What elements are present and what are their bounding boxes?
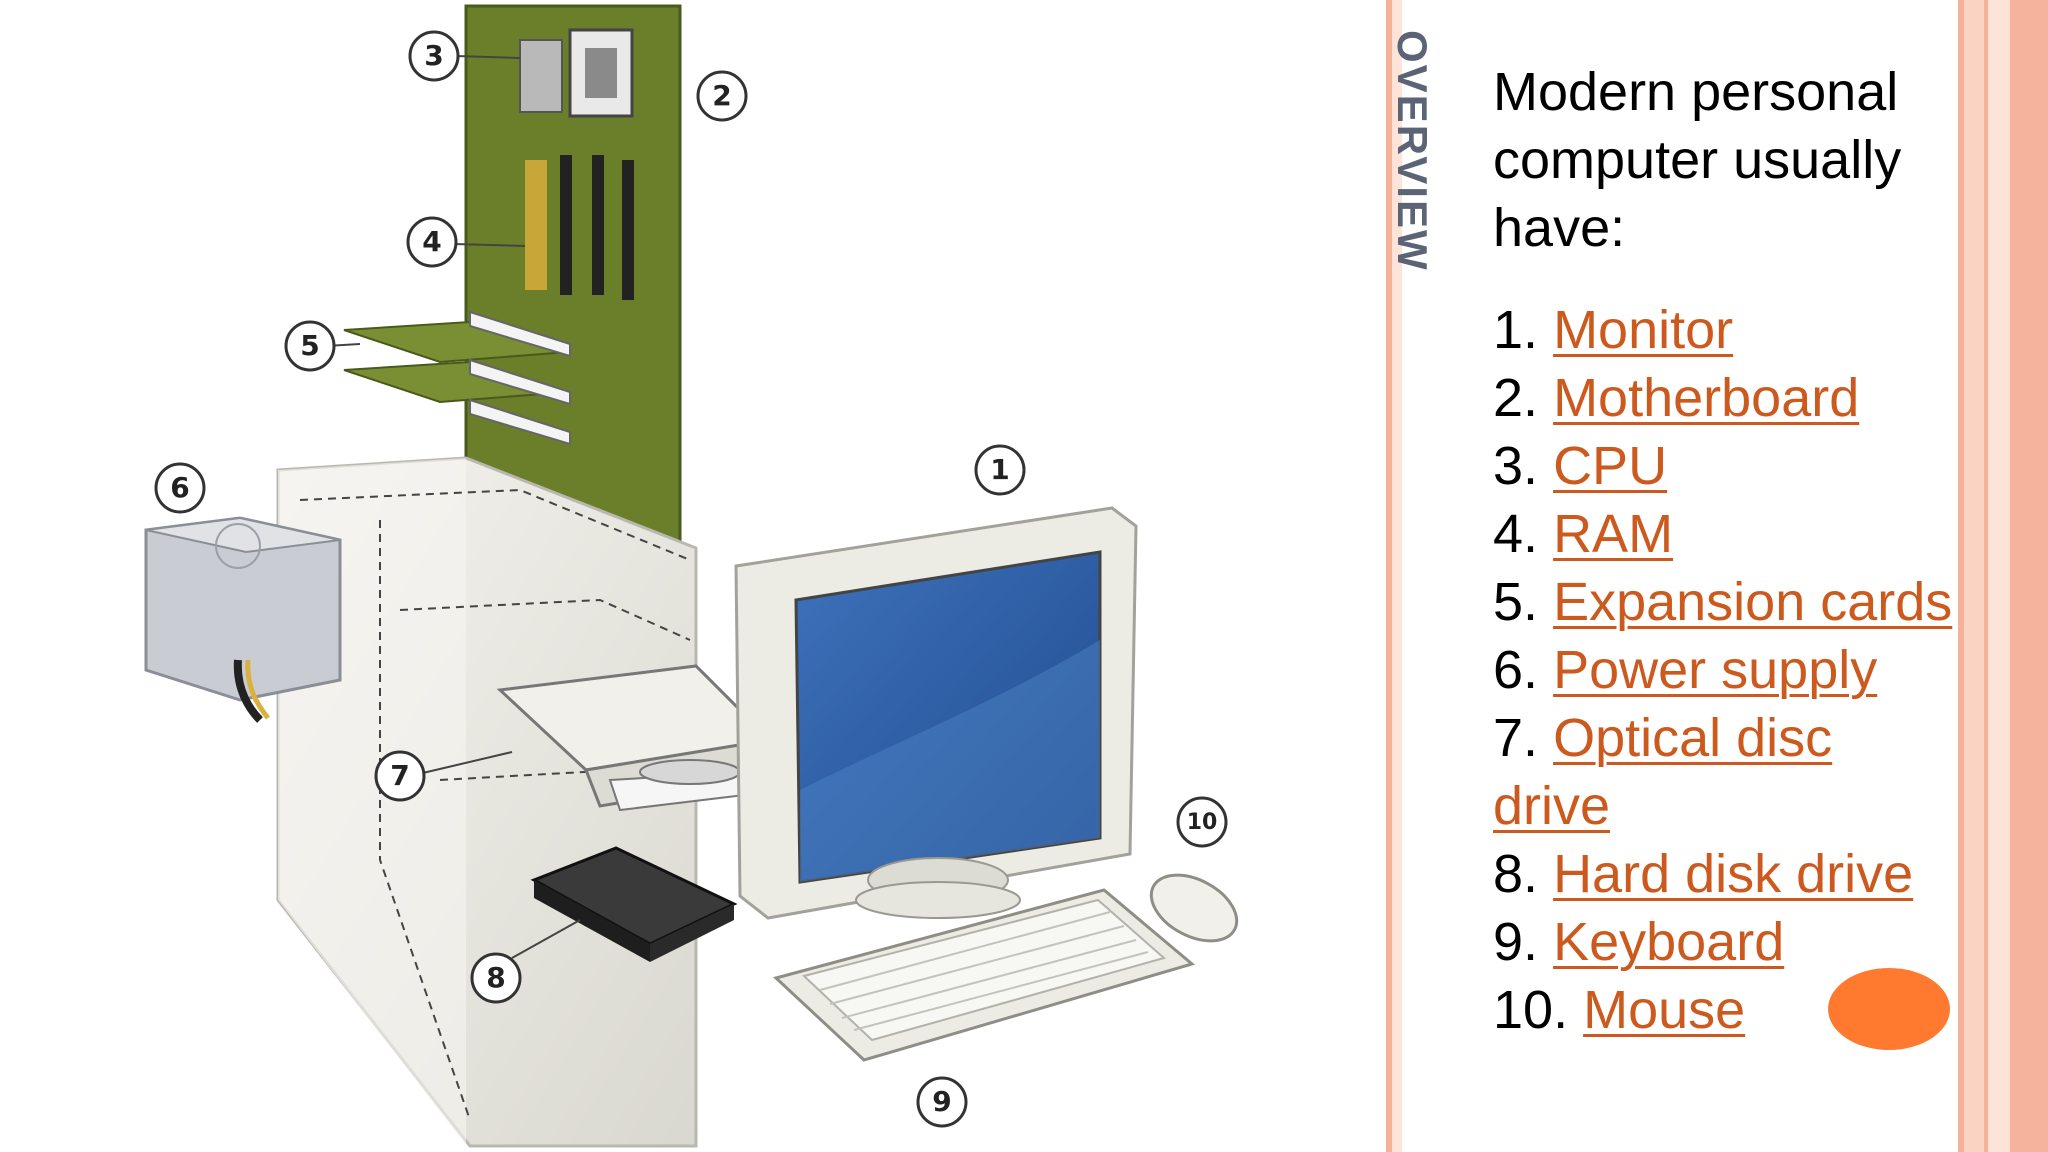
link-expansion-cards[interactable]: Expansion cards	[1553, 572, 1952, 632]
list-item-number: 3.	[1493, 436, 1538, 496]
callout-2: 2	[698, 72, 746, 120]
list-item-number: 8.	[1493, 844, 1538, 904]
right-stripe-5	[2010, 0, 2048, 1152]
link-monitor[interactable]: Monitor	[1553, 300, 1733, 360]
callout-8-label: 8	[486, 961, 505, 994]
callout-3-label: 3	[424, 39, 443, 72]
callout-2-label: 2	[712, 79, 731, 112]
link-power-supply[interactable]: Power supply	[1553, 640, 1877, 700]
components-list: 1. Monitor 2. Motherboard 3. CPU 4. RAM …	[1493, 296, 1963, 1044]
list-item: 3. CPU	[1493, 432, 1963, 500]
link-keyboard[interactable]: Keyboard	[1553, 912, 1784, 972]
monitor-shape	[736, 508, 1136, 918]
link-hard-disk-drive[interactable]: Hard disk drive	[1553, 844, 1913, 904]
link-mouse[interactable]: Mouse	[1583, 980, 1745, 1040]
list-item: 1. Monitor	[1493, 296, 1963, 364]
callout-7-label: 7	[390, 759, 409, 792]
section-title-text: OVERVIEW	[1388, 30, 1436, 272]
list-item: 7. Optical disc drive	[1493, 704, 1963, 840]
list-item-number: 9.	[1493, 912, 1538, 972]
list-item-number: 4.	[1493, 504, 1538, 564]
list-item-number: 7.	[1493, 708, 1538, 768]
callout-5-label: 5	[300, 329, 319, 362]
list-item-number: 5.	[1493, 572, 1538, 632]
list-item: 5. Expansion cards	[1493, 568, 1963, 636]
callout-7: 7	[376, 752, 424, 800]
list-item-number: 2.	[1493, 368, 1538, 428]
list-item: 4. RAM	[1493, 500, 1963, 568]
link-optical-disc-drive[interactable]: Optical disc drive	[1493, 708, 1832, 836]
list-item: 8. Hard disk drive	[1493, 840, 1963, 908]
list-item-number: 10.	[1493, 980, 1568, 1040]
list-item-number: 6.	[1493, 640, 1538, 700]
link-motherboard[interactable]: Motherboard	[1553, 368, 1859, 428]
slide-content: Modern personal computer usually have: 1…	[1493, 58, 1963, 1044]
list-item-number: 1.	[1493, 300, 1538, 360]
list-item: 2. Motherboard	[1493, 364, 1963, 432]
callout-8: 8	[472, 954, 520, 1002]
cursor-highlight	[1828, 968, 1950, 1050]
section-title: OVERVIEW	[1388, 30, 1460, 410]
callout-1: 1	[976, 446, 1024, 494]
callout-6: 6	[156, 464, 204, 512]
computer-components-illustration: 1 2 3 4 5 6 7 8 9 10	[0, 0, 1380, 1152]
right-stripe-4	[1988, 0, 2010, 1152]
list-item: 6. Power supply	[1493, 636, 1963, 704]
callout-9: 9	[918, 1078, 966, 1126]
callout-9-label: 9	[932, 1085, 951, 1118]
callout-10-label: 10	[1187, 810, 1218, 835]
callout-6-label: 6	[170, 471, 189, 504]
callout-4-label: 4	[422, 225, 441, 258]
motherboard-shape	[466, 6, 680, 548]
callout-10: 10	[1178, 798, 1226, 846]
callout-5: 5	[286, 322, 334, 370]
callout-3: 3	[410, 32, 458, 80]
callout-1-label: 1	[990, 453, 1009, 486]
link-cpu[interactable]: CPU	[1553, 436, 1667, 496]
list-item: 9. Keyboard	[1493, 908, 1963, 976]
right-stripe-2	[1964, 0, 1984, 1152]
intro-text: Modern personal computer usually have:	[1493, 58, 1963, 262]
link-ram[interactable]: RAM	[1553, 504, 1673, 564]
callout-4: 4	[408, 218, 456, 266]
